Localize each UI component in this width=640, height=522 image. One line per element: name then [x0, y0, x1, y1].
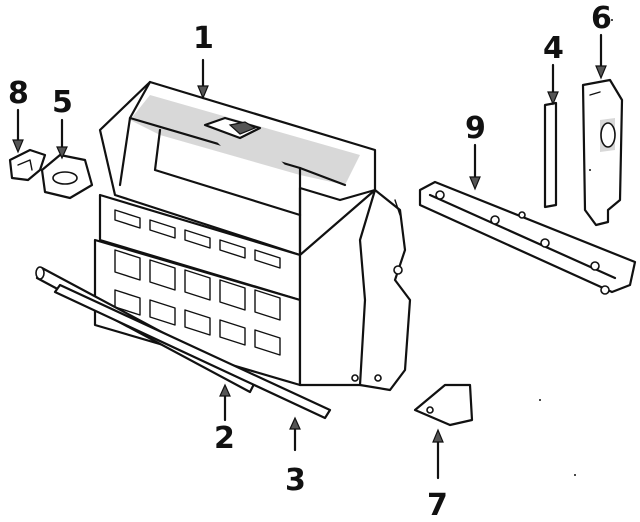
leader-lines	[12, 33, 607, 480]
callout-1: 1	[193, 21, 214, 56]
callout-8: 8	[8, 76, 29, 111]
speckle-dots	[539, 19, 613, 476]
part-5-bracket	[40, 153, 94, 200]
part-7-corner-bracket	[413, 383, 474, 427]
callout-3: 3	[285, 463, 306, 498]
callout-6: 6	[591, 1, 612, 36]
callout-9: 9	[465, 111, 486, 146]
callout-2: 2	[214, 421, 235, 456]
part-9-support-rail	[418, 180, 637, 295]
part-1-radiator-support-housing	[93, 80, 412, 392]
part-3-lower-strip	[53, 283, 332, 420]
callout-5: 5	[52, 85, 73, 120]
part-6-side-shield	[581, 78, 624, 227]
callout-7: 7	[427, 488, 448, 522]
part-4-vertical-seal	[543, 101, 558, 209]
part-8-clip	[8, 148, 47, 182]
callout-4: 4	[543, 31, 564, 66]
